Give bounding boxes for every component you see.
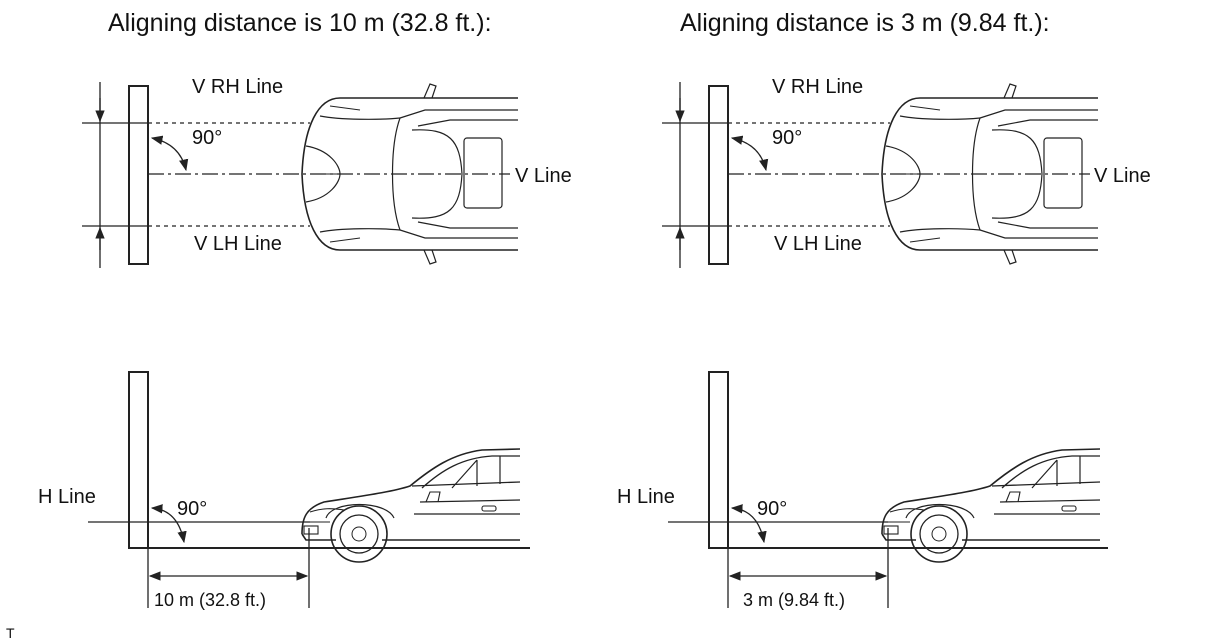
corner-mark: T bbox=[6, 625, 15, 641]
right-screen-side bbox=[708, 371, 729, 549]
left-distance: 10 m (32.8 ft.) bbox=[154, 590, 266, 610]
left-angle-bottom: 90° bbox=[177, 498, 207, 520]
left-screen-side bbox=[128, 371, 149, 549]
right-car-side bbox=[881, 448, 1101, 563]
right-v-line-label: V Line bbox=[1094, 165, 1151, 187]
right-side-view: H Line 90° 3 m (9.84 ft.) bbox=[617, 371, 1108, 610]
left-angle-top: 90° bbox=[192, 127, 222, 149]
left-screen-top bbox=[128, 85, 149, 265]
right-angle-top: 90° bbox=[772, 127, 802, 149]
left-h-line-label: H Line bbox=[38, 486, 96, 508]
right-v-lh-label: V LH Line bbox=[774, 233, 862, 255]
right-v-rh-label: V RH Line bbox=[772, 76, 863, 98]
left-v-rh-label: V RH Line bbox=[192, 76, 283, 98]
right-distance: 3 m (9.84 ft.) bbox=[743, 590, 845, 610]
left-v-line-label: V Line bbox=[515, 165, 572, 187]
left-title: Aligning distance is 10 m (32.8 ft.): bbox=[108, 9, 492, 37]
left-panel: Aligning distance is 10 m (32.8 ft.): V … bbox=[38, 9, 572, 610]
left-v-lh-label: V LH Line bbox=[194, 233, 282, 255]
right-title: Aligning distance is 3 m (9.84 ft.): bbox=[680, 9, 1050, 37]
right-angle-bottom: 90° bbox=[757, 498, 787, 520]
right-top-view: V RH Line 90° V Line V LH Line bbox=[662, 76, 1151, 268]
left-car-side bbox=[301, 448, 521, 563]
right-panel: Aligning distance is 3 m (9.84 ft.): V R… bbox=[617, 9, 1151, 610]
left-top-view: V RH Line 90° V Line V LH Line bbox=[82, 76, 572, 268]
right-screen-top bbox=[708, 85, 729, 265]
right-h-line-label: H Line bbox=[617, 486, 675, 508]
left-side-view: H Line 90° 10 m (32.8 ft.) bbox=[38, 371, 530, 610]
